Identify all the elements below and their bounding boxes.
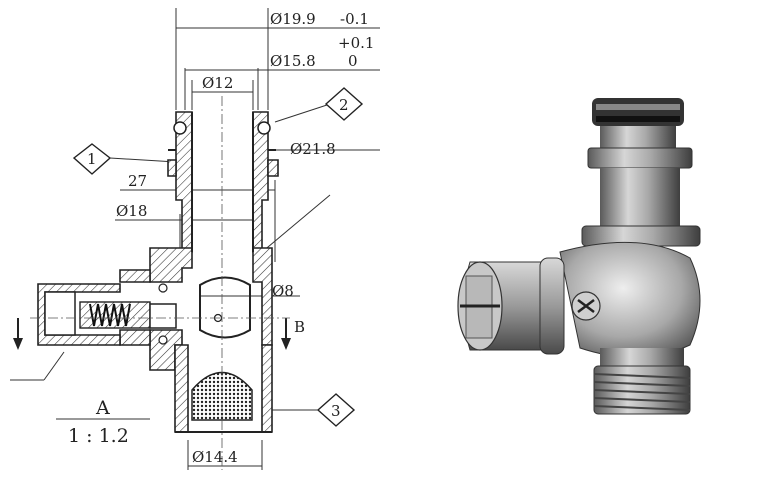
valve-section-view — [13, 96, 291, 470]
valve-3d-render — [457, 98, 701, 415]
dim-tol-mid: +0.1 — [338, 34, 374, 52]
dim-d18: Ø18 — [116, 202, 147, 220]
dim-d21-8: Ø21.8 — [290, 140, 336, 158]
view-label-b: B — [294, 318, 305, 336]
scale-label: 1 : 1.2 — [68, 425, 129, 447]
dim-27: 27 — [128, 172, 147, 190]
dim-d12: Ø12 — [202, 74, 233, 92]
scale-note: A 1 : 1.2 — [56, 397, 150, 447]
bottom-thread — [593, 365, 691, 415]
callout-1: 1 — [72, 143, 112, 175]
dimension-labels: Ø19.9 -0.1 +0.1 Ø15.8 0 Ø12 Ø21.8 27 Ø18… — [116, 10, 374, 466]
callout-2: 2 — [324, 87, 364, 121]
dim-d15-8: Ø15.8 — [270, 52, 316, 70]
callout-3: 3 — [316, 393, 356, 427]
dim-d19-9: Ø19.9 — [270, 10, 316, 28]
svg-text:2: 2 — [339, 96, 349, 114]
svg-text:3: 3 — [331, 402, 341, 420]
svg-text:1: 1 — [87, 150, 97, 168]
dim-tol-zero: 0 — [348, 52, 358, 70]
dim-tol-top: -0.1 — [340, 10, 369, 28]
section-label: A — [95, 397, 110, 419]
dim-d14-4: Ø14.4 — [192, 448, 238, 466]
dim-d8: Ø8 — [272, 282, 294, 300]
